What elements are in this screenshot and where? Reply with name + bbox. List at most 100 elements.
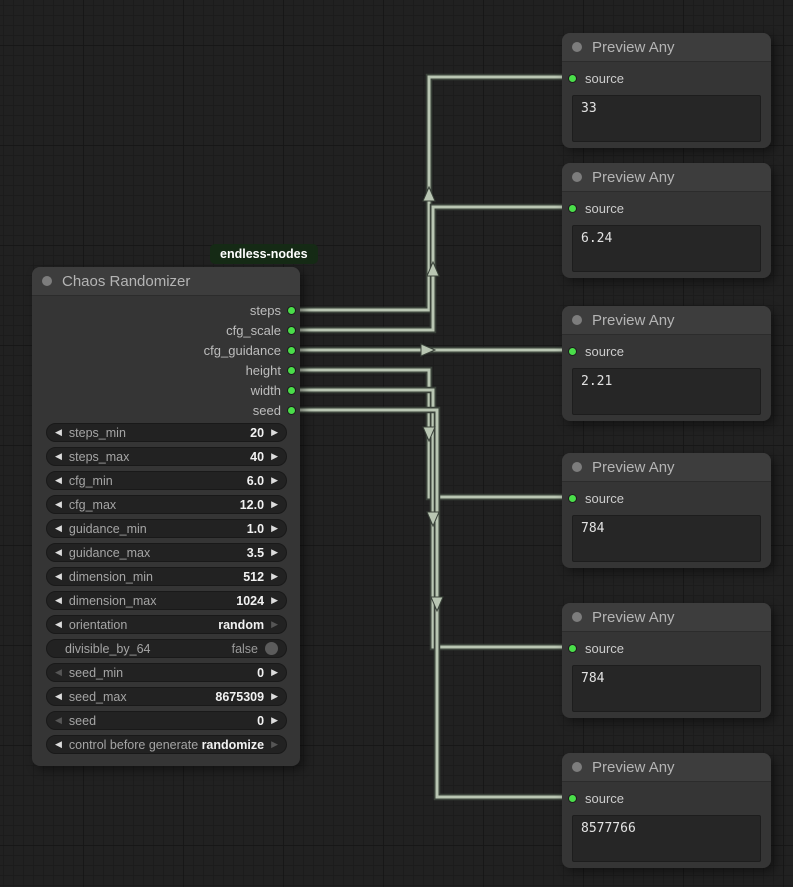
step-left-icon[interactable]: ◀ — [55, 595, 62, 605]
step-left-icon[interactable]: ◀ — [55, 499, 62, 509]
step-right-icon[interactable]: ▶ — [271, 571, 278, 581]
step-right-icon[interactable]: ▶ — [271, 547, 278, 557]
preview-value-box[interactable]: 6.24 — [572, 225, 761, 272]
step-right-icon[interactable]: ▶ — [271, 619, 278, 629]
preview-value-box[interactable]: 784 — [572, 515, 761, 562]
collapse-dot-icon[interactable] — [572, 172, 582, 182]
step-left-icon[interactable]: ◀ — [55, 691, 62, 701]
input-label: source — [585, 200, 625, 216]
step-right-icon[interactable]: ▶ — [271, 427, 278, 437]
collapse-dot-icon[interactable] — [572, 42, 582, 52]
step-right-icon[interactable]: ▶ — [271, 595, 278, 605]
step-left-icon[interactable]: ◀ — [55, 427, 62, 437]
step-right-icon[interactable]: ▶ — [271, 499, 278, 509]
widget-value: false — [231, 641, 258, 656]
node-header[interactable]: Chaos Randomizer — [32, 267, 300, 296]
step-left-icon[interactable]: ◀ — [55, 547, 62, 557]
widget-value: 3.5 — [246, 545, 265, 560]
widget-label: divisible_by_64 — [65, 641, 151, 656]
widget-value: 20 — [250, 425, 265, 440]
output-slot-seed: seed — [32, 400, 300, 420]
input-label: source — [585, 790, 625, 806]
step-right-icon[interactable]: ▶ — [271, 691, 278, 701]
collapse-dot-icon[interactable] — [572, 315, 582, 325]
output-port-width[interactable] — [287, 385, 296, 395]
input-port-source[interactable] — [568, 643, 577, 653]
input-port-source[interactable] — [568, 73, 577, 83]
input-port-source[interactable] — [568, 493, 577, 503]
widget-label: seed — [68, 713, 97, 728]
preview-any-node-6[interactable]: Preview Any source 8577766 — [562, 753, 771, 868]
step-right-icon[interactable]: ▶ — [271, 739, 278, 749]
step-left-icon[interactable]: ◀ — [55, 571, 62, 581]
collapse-dot-icon[interactable] — [42, 276, 52, 286]
step-right-icon[interactable]: ▶ — [271, 667, 278, 677]
step-left-icon[interactable]: ◀ — [55, 739, 62, 749]
step-left-icon[interactable]: ◀ — [55, 475, 62, 485]
step-left-icon[interactable]: ◀ — [55, 451, 62, 461]
wire-arrow-icon — [426, 511, 440, 528]
node-header[interactable]: Preview Any — [562, 453, 771, 482]
widget-label: control before generate — [68, 737, 198, 752]
step-left-icon[interactable]: ◀ — [55, 715, 62, 725]
toggle-knob[interactable] — [265, 642, 278, 655]
step-right-icon[interactable]: ▶ — [271, 523, 278, 533]
node-header[interactable]: Preview Any — [562, 753, 771, 782]
widget-label: dimension_min — [68, 569, 153, 584]
node-header[interactable]: Preview Any — [562, 306, 771, 335]
widget-label: seed_min — [68, 665, 124, 680]
output-port-height[interactable] — [287, 365, 296, 375]
widget-divisible-by-64[interactable]: divisible_by_64 false — [46, 639, 287, 658]
preview-any-node-2[interactable]: Preview Any source 6.24 — [562, 163, 771, 278]
output-port-cfg-scale[interactable] — [287, 325, 296, 335]
widget-label: steps_max — [68, 449, 130, 464]
node-header[interactable]: Preview Any — [562, 163, 771, 192]
preview-value-box[interactable]: 8577766 — [572, 815, 761, 862]
widget-label: dimension_max — [68, 593, 157, 608]
output-port-steps[interactable] — [287, 305, 296, 315]
output-label: width — [250, 382, 281, 398]
preview-value-box[interactable]: 33 — [572, 95, 761, 142]
collapse-dot-icon[interactable] — [572, 462, 582, 472]
output-port-cfg-guidance[interactable] — [287, 345, 296, 355]
step-left-icon[interactable]: ◀ — [55, 667, 62, 677]
input-slot-source: source — [568, 200, 771, 216]
preview-value-box[interactable]: 784 — [572, 665, 761, 712]
collapse-dot-icon[interactable] — [572, 762, 582, 772]
step-left-icon[interactable]: ◀ — [55, 523, 62, 533]
step-right-icon[interactable]: ▶ — [271, 451, 278, 461]
node-header[interactable]: Preview Any — [562, 603, 771, 632]
step-right-icon[interactable]: ▶ — [271, 475, 278, 485]
input-port-source[interactable] — [568, 793, 577, 803]
node-header[interactable]: Preview Any — [562, 33, 771, 62]
output-slot-cfg-scale: cfg_scale — [32, 320, 300, 340]
input-port-source[interactable] — [568, 346, 577, 356]
step-right-icon[interactable]: ▶ — [271, 715, 278, 725]
widget-value: 12.0 — [239, 497, 265, 512]
preview-value-box[interactable]: 2.21 — [572, 368, 761, 415]
node-title: Preview Any — [592, 38, 675, 56]
input-port-source[interactable] — [568, 203, 577, 213]
step-left-icon[interactable]: ◀ — [55, 619, 62, 629]
output-port-seed[interactable] — [287, 405, 296, 415]
collapse-dot-icon[interactable] — [572, 612, 582, 622]
